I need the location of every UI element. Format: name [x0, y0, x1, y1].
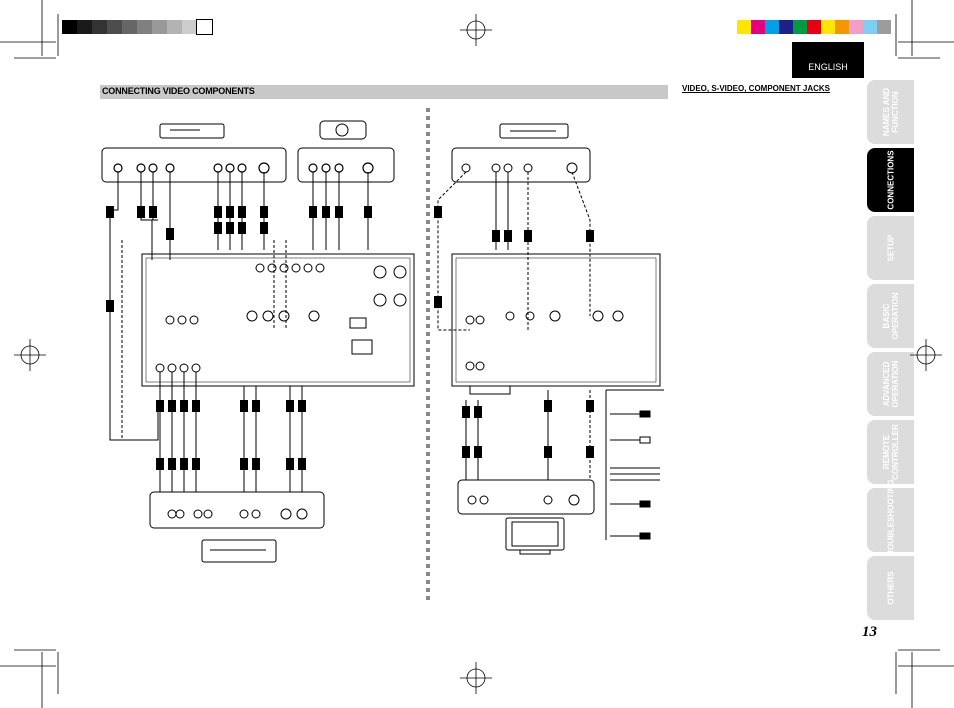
gray-swatch — [196, 19, 213, 35]
gray-swatch — [77, 20, 92, 34]
color-swatch — [765, 20, 779, 34]
registration-targets — [14, 14, 942, 694]
color-swatch — [779, 20, 793, 34]
tv-device — [505, 517, 565, 555]
tab-connections[interactable]: CONNECTIONS — [867, 148, 914, 212]
gray-swatch — [62, 20, 77, 34]
satellite-tuner-device — [499, 123, 569, 139]
color-swatch — [821, 20, 835, 34]
gray-swatch — [137, 20, 152, 34]
section-header-bar: CONNECTING VIDEO COMPONENTS — [100, 85, 668, 99]
receiver-jacks-left — [155, 263, 407, 373]
receiver-back-panel-left — [141, 253, 415, 387]
color-swatch — [737, 20, 751, 34]
color-swatch — [863, 20, 877, 34]
tab-troubleshooting[interactable]: TROUBLESHOOTING — [867, 479, 914, 561]
source-panel-jacks — [113, 162, 374, 174]
vcr-device — [201, 539, 277, 563]
source-panel-right — [451, 147, 591, 183]
language-label: ENGLISH — [808, 62, 848, 72]
receiver-back-panel-right — [451, 253, 661, 395]
color-swatch — [877, 20, 891, 34]
gray-swatch — [167, 20, 182, 34]
plug-markers-right — [434, 206, 594, 458]
gray-swatch — [92, 20, 107, 34]
tab-setup[interactable]: SETUP — [867, 216, 914, 280]
section-title: CONNECTING VIDEO COMPONENTS — [102, 86, 255, 96]
color-swatch — [751, 20, 765, 34]
recorder-panel-left — [149, 491, 325, 529]
color-swatch — [849, 20, 863, 34]
plug-markers-left — [106, 206, 372, 470]
color-swatch — [835, 20, 849, 34]
gray-swatch — [182, 20, 197, 34]
dashed-cables-left — [121, 240, 287, 438]
source-panel-left — [101, 147, 395, 183]
color-swatch — [807, 20, 821, 34]
page-number: 13 — [862, 624, 877, 640]
tv-panel-right — [457, 479, 595, 515]
gray-swatch — [122, 20, 137, 34]
gray-swatch — [152, 20, 167, 34]
dvd-player-device — [159, 123, 225, 139]
language-tab: ENGLISH — [792, 42, 864, 78]
subsection-title: VIDEO, S-VIDEO, COMPONENT JACKS — [682, 84, 831, 93]
color-swatch — [793, 20, 807, 34]
tab-others[interactable]: OTHERS — [867, 556, 914, 620]
cable-legend — [605, 389, 664, 540]
gray-swatch — [107, 20, 122, 34]
projector-device — [319, 120, 367, 140]
